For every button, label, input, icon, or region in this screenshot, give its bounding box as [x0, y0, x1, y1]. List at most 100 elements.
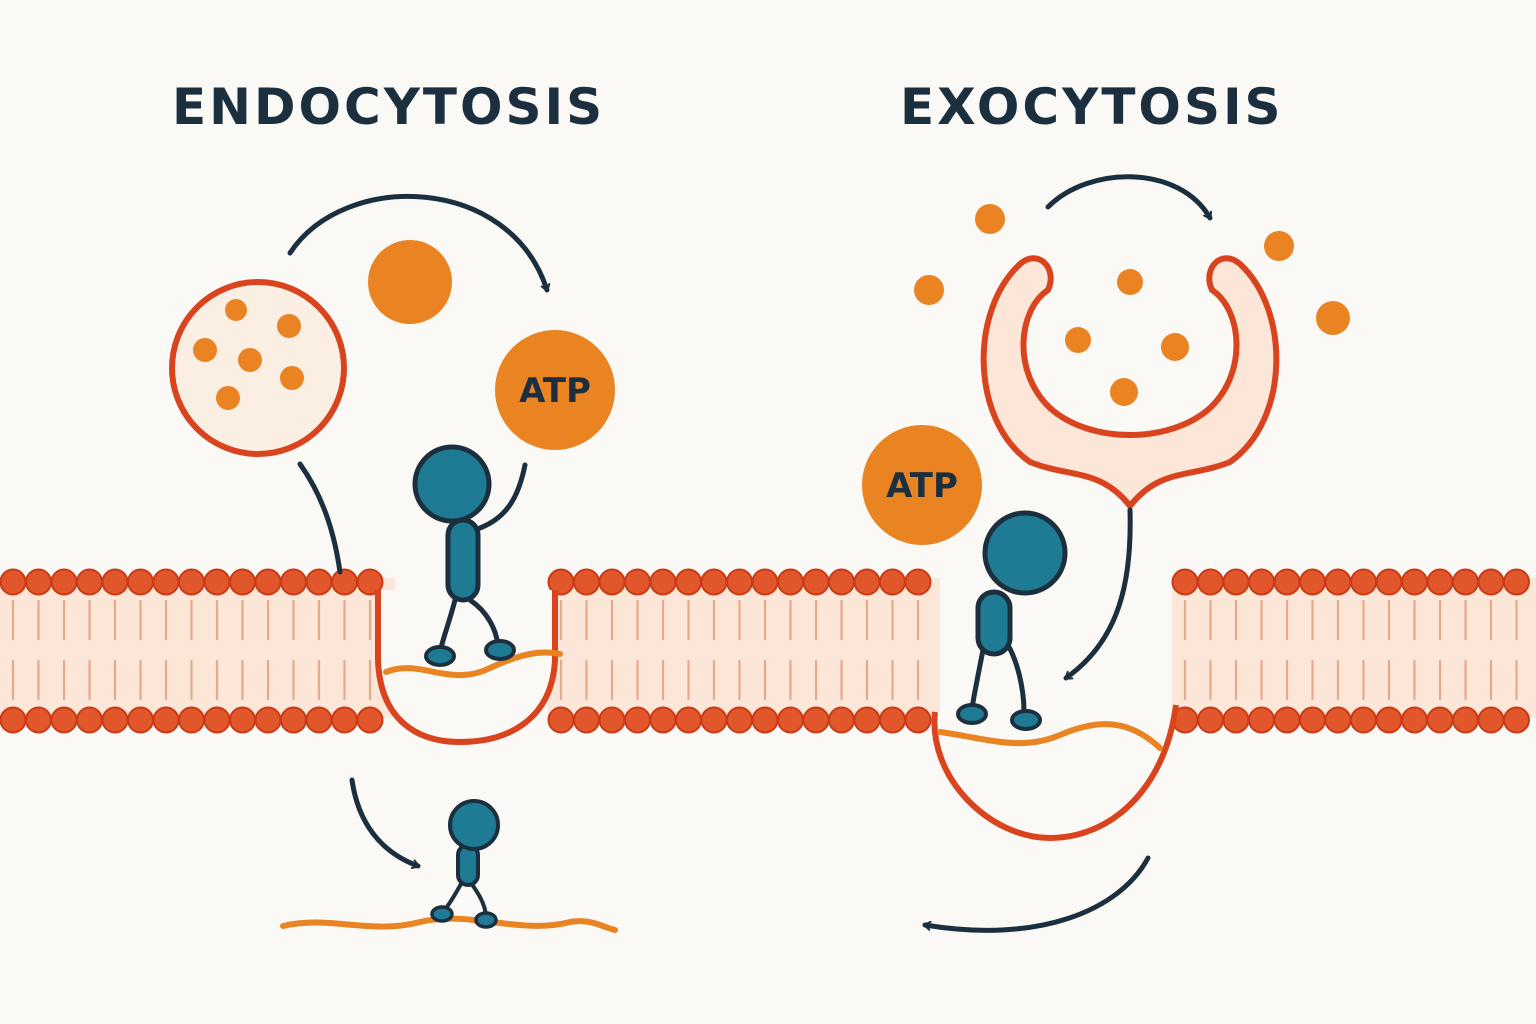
atp-molecule-icon: ATP: [495, 330, 615, 450]
inner-lipid-head: [1503, 706, 1530, 734]
cargo-particle: [368, 240, 452, 324]
outer-lipid-head: [331, 568, 358, 596]
fusing-strand: [937, 721, 1163, 751]
outer-lipid-head: [904, 568, 932, 596]
outer-lipid-head: [598, 568, 626, 596]
outer-lipid-head: [802, 568, 830, 596]
inner-lipid-head: [76, 706, 103, 734]
released-particle: [914, 275, 944, 305]
outer-lipid-head: [203, 568, 231, 596]
inner-lipid-head: [649, 706, 677, 734]
inner-lipid-head: [598, 706, 626, 734]
vesicle-connector-line: [297, 461, 343, 575]
lipid-tails: [11, 600, 1518, 700]
released-particle: [1316, 301, 1350, 335]
atp-label: ATP: [519, 371, 591, 411]
inner-lipid-head: [853, 706, 881, 734]
outer-lipid-head: [229, 568, 256, 596]
inner-lipid-head: [1324, 706, 1352, 734]
outer-lipid-head: [726, 568, 753, 596]
inner-lipid-head: [700, 706, 728, 734]
outer-lipid-head: [1171, 568, 1199, 596]
membrane-invagination: [375, 590, 558, 746]
inner-lipid-head: [305, 706, 333, 734]
released-strand: [280, 915, 618, 933]
inner-lipid-head: [726, 706, 753, 734]
outer-lipid-head: [1375, 568, 1403, 596]
atp-label: ATP: [886, 466, 958, 506]
outer-lipid-head: [50, 568, 78, 596]
exocytosis-title: EXOCYTOSIS: [900, 78, 1284, 136]
inner-lipid-head: [229, 706, 256, 734]
endocytosis-panel: ATP: [169, 193, 618, 933]
inner-lipid-head: [675, 706, 702, 734]
inner-lipid-head: [624, 706, 651, 734]
inner-lipid-head: [0, 706, 27, 734]
outer-lipid-head: [675, 568, 702, 596]
outer-lipid-head: [1452, 568, 1479, 596]
outer-lipid-head: [1248, 568, 1275, 596]
outer-lipid-head: [25, 568, 52, 596]
outer-lipid-head: [1222, 568, 1250, 596]
walking-protein-figure-icon: [956, 510, 1068, 731]
phospholipid-heads: [0, 568, 1530, 734]
inner-lipid-head: [751, 706, 779, 734]
inner-lipid-head: [1452, 706, 1479, 734]
outer-lipid-head: [76, 568, 103, 596]
outer-lipid-head: [751, 568, 779, 596]
outer-lipid-head: [777, 568, 804, 596]
curved-arrow-icon: [349, 777, 421, 870]
endocytic-vesicle: [169, 279, 347, 457]
outer-lipid-head: [1350, 568, 1377, 596]
released-particle: [975, 204, 1005, 234]
membrane-core-right: [1172, 578, 1536, 718]
outer-lipid-head: [280, 568, 307, 596]
outer-lipid-head: [1477, 568, 1505, 596]
inner-lipid-head: [280, 706, 307, 734]
inner-lipid-head: [356, 706, 384, 734]
inner-lipid-head: [1350, 706, 1377, 734]
curved-arrow-icon: [1063, 507, 1133, 681]
outer-lipid-head: [152, 568, 180, 596]
inner-lipid-head: [25, 706, 52, 734]
outer-lipid-head: [828, 568, 855, 596]
cell-membrane: [0, 568, 1536, 734]
inner-lipid-head: [127, 706, 154, 734]
inner-lipid-head: [203, 706, 231, 734]
membrane-core-left: [0, 578, 395, 718]
outer-lipid-head: [1503, 568, 1530, 596]
inner-lipid-head: [331, 706, 358, 734]
inner-lipid-head: [101, 706, 129, 734]
inner-lipid-head: [802, 706, 830, 734]
walking-protein-figure-icon: [430, 799, 500, 929]
outer-lipid-head: [1401, 568, 1428, 596]
endocytosis-title: ENDOCYTOSIS: [172, 78, 606, 136]
inner-lipid-head: [1248, 706, 1275, 734]
inner-lipid-head: [573, 706, 600, 734]
outer-lipid-head: [1324, 568, 1352, 596]
inner-lipid-head: [1401, 706, 1428, 734]
outer-lipid-head: [624, 568, 651, 596]
engulfed-strand: [383, 649, 563, 679]
inner-lipid-head: [879, 706, 906, 734]
inner-lipid-head: [904, 706, 932, 734]
outer-lipid-head: [305, 568, 333, 596]
inner-lipid-head: [828, 706, 855, 734]
inner-lipid-head: [178, 706, 205, 734]
atp-molecule-icon: ATP: [862, 425, 982, 545]
inner-lipid-head: [1477, 706, 1505, 734]
outer-lipid-head: [1299, 568, 1326, 596]
released-particle: [1264, 231, 1294, 261]
outer-lipid-head: [254, 568, 282, 596]
inner-lipid-head: [547, 706, 575, 734]
outer-lipid-head: [0, 568, 27, 596]
walking-protein-figure-icon: [412, 444, 528, 667]
inner-lipid-head: [152, 706, 180, 734]
outer-lipid-head: [853, 568, 881, 596]
membrane-core-middle: [548, 578, 940, 718]
inner-lipid-head: [1197, 706, 1224, 734]
outer-lipid-head: [700, 568, 728, 596]
outer-lipid-head: [127, 568, 154, 596]
